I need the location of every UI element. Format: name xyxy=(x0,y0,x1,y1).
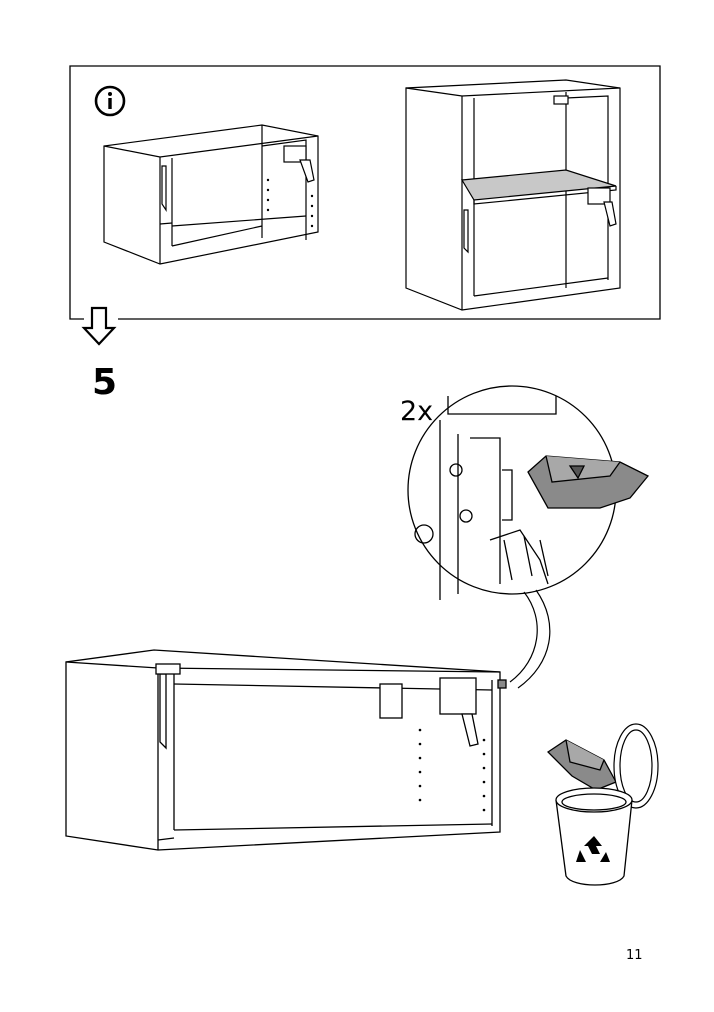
info-icon xyxy=(94,85,126,117)
step-number: 5 xyxy=(92,362,118,403)
arrow-down-icon xyxy=(81,306,117,346)
small-cabinet-illustration xyxy=(103,124,319,265)
cabinet-hole-rows xyxy=(418,728,486,812)
cabinet-holes xyxy=(266,178,314,228)
removed-tab xyxy=(546,739,617,791)
wall-cabinet-illustration xyxy=(65,649,507,851)
recycle-icon xyxy=(576,836,610,862)
quantity-label: 2x xyxy=(400,396,434,427)
tall-cabinet-illustration xyxy=(405,79,621,311)
detail-magnifier xyxy=(407,385,617,600)
info-box xyxy=(69,65,661,320)
plastic-tab-detail xyxy=(527,455,650,509)
page-number: 11 xyxy=(626,948,643,963)
bin-lid xyxy=(613,723,659,809)
callout-leader xyxy=(509,589,551,689)
